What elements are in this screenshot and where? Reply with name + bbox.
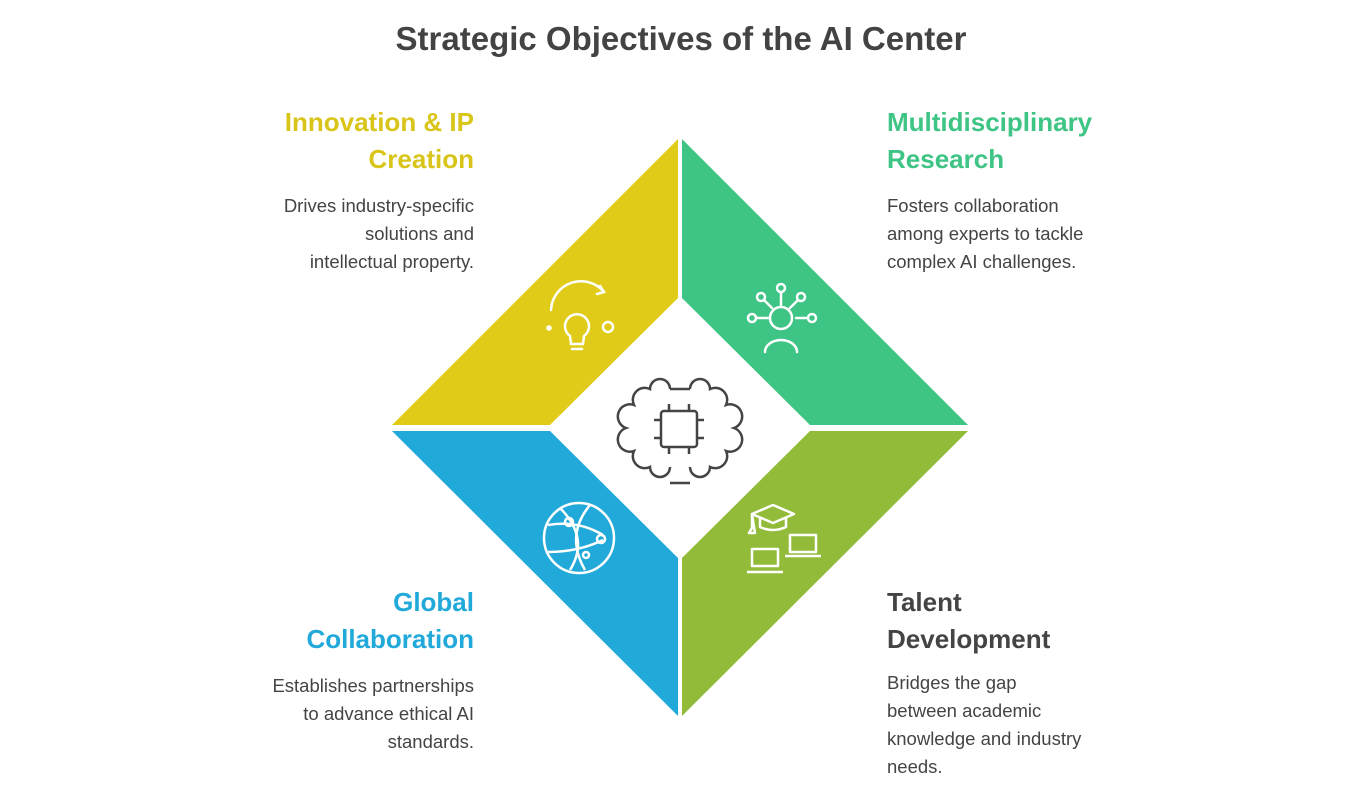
body-line: Drives industry-specific	[283, 195, 474, 216]
quadrant-innovation	[392, 139, 678, 425]
body-line: Establishes partnerships	[272, 675, 474, 696]
global-title: Global Collaboration	[174, 584, 474, 658]
graduation-laptops-icon	[747, 503, 821, 574]
title-line: Development	[887, 624, 1051, 654]
body-line: among experts to tackle	[887, 223, 1084, 244]
brain-chip-icon	[616, 377, 744, 485]
quadrant-talent	[682, 431, 968, 716]
title-line: Talent	[887, 587, 962, 617]
talent-title: Talent Development	[887, 584, 1187, 658]
global-description: Establishes partnerships to advance ethi…	[174, 672, 474, 756]
title-line: Research	[887, 144, 1005, 174]
lightbulb-icon	[546, 279, 615, 351]
research-title: Multidisciplinary Research	[887, 104, 1187, 178]
body-line: standards.	[387, 731, 474, 752]
body-line: Fosters collaboration	[887, 195, 1059, 216]
globe-network-icon	[542, 501, 616, 575]
research-description: Fosters collaboration among experts to t…	[887, 192, 1187, 276]
body-line: between academic	[887, 700, 1042, 721]
talent-description: Bridges the gap between academic knowled…	[887, 669, 1187, 781]
title-line: Creation	[368, 144, 474, 174]
diagram-title: Strategic Objectives of the AI Center	[395, 20, 967, 57]
body-line: to advance ethical AI	[303, 703, 474, 724]
body-line: intellectual property.	[309, 251, 474, 272]
title-line: Global	[393, 587, 474, 617]
innovation-block: Innovation & IP Creation Drives industry…	[174, 104, 474, 276]
body-line: knowledge and industry	[887, 728, 1082, 749]
quadrant-research	[682, 139, 968, 425]
title-line: Multidisciplinary	[887, 107, 1093, 137]
global-block: Global Collaboration Establishes partner…	[174, 584, 474, 756]
body-line: solutions and	[364, 223, 474, 244]
innovation-title: Innovation & IP Creation	[174, 104, 474, 178]
body-line: complex AI challenges.	[887, 251, 1077, 272]
title-line: Innovation & IP	[284, 107, 474, 137]
innovation-description: Drives industry-specific solutions and i…	[174, 192, 474, 276]
body-line: Bridges the gap	[887, 672, 1017, 693]
quadrant-global	[392, 431, 678, 716]
body-line: needs.	[887, 756, 943, 777]
title-line: Collaboration	[306, 624, 474, 654]
talent-block: Talent Development Bridges the gap betwe…	[887, 584, 1187, 781]
research-block: Multidisciplinary Research Fosters colla…	[887, 104, 1187, 276]
network-person-icon	[746, 282, 818, 354]
